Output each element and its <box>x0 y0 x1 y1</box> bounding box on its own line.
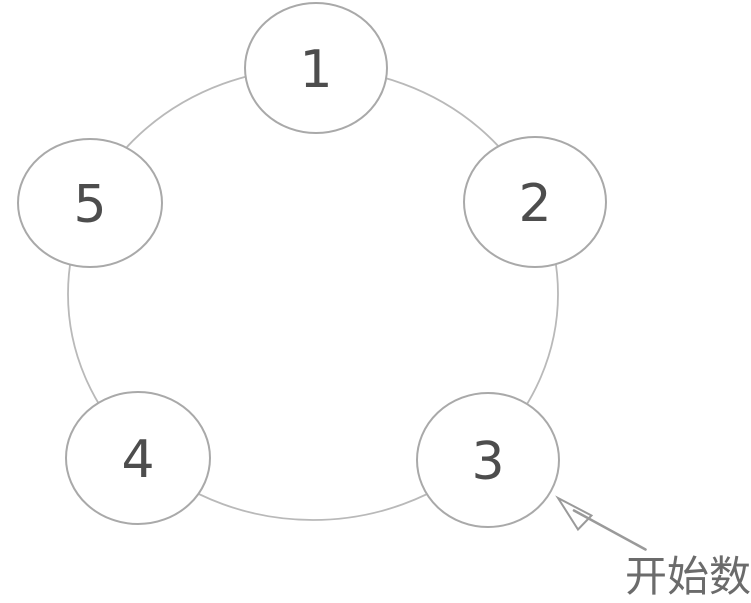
node-4: 4 <box>65 391 211 525</box>
node-5: 5 <box>17 138 163 268</box>
node-2-label: 2 <box>518 174 551 234</box>
annotation-start-label: 开始数 <box>625 552 751 601</box>
start-arrow <box>555 495 647 551</box>
arrow-head-icon <box>555 495 594 532</box>
node-2-circle <box>463 136 607 268</box>
node-4-label: 4 <box>121 430 154 490</box>
node-5-circle <box>17 138 163 268</box>
node-3-label: 3 <box>471 432 504 492</box>
node-1-circle <box>244 2 388 134</box>
node-3: 3 <box>416 392 560 528</box>
node-1-label: 1 <box>299 40 332 100</box>
node-2: 2 <box>463 136 607 268</box>
node-5-label: 5 <box>73 175 106 235</box>
node-1: 1 <box>244 2 388 134</box>
node-3-circle <box>416 392 560 528</box>
node-4-circle <box>65 391 211 525</box>
arrow-shaft <box>572 509 647 551</box>
